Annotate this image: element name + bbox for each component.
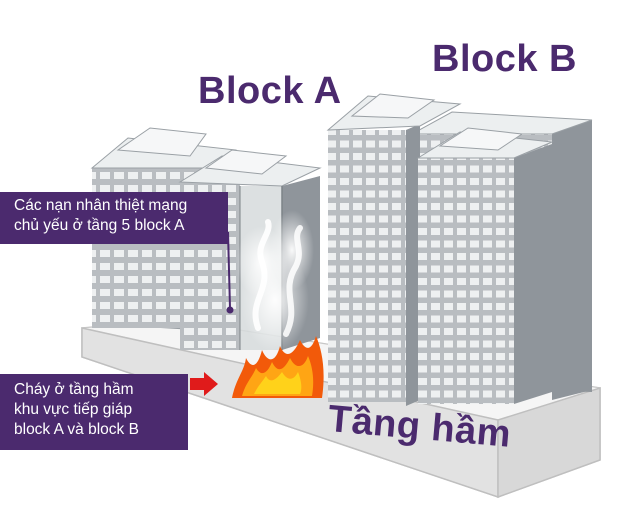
fire [232, 336, 324, 398]
victims-callout-line-2: chủ yếu ở tầng 5 block A [14, 217, 185, 234]
smoke [236, 210, 314, 352]
fire-callout-line-1: Cháy ở tầng hầm [14, 381, 134, 398]
block-b-front-tower [326, 93, 462, 406]
victims-pointer [226, 231, 234, 314]
block-a-label: Block A [198, 70, 342, 112]
fire-callout: Cháy ở tầng hầm khu vực tiếp giáp block … [0, 374, 188, 450]
fire-callout-line-2: khu vực tiếp giáp [14, 401, 133, 418]
fire-arrow [190, 372, 218, 396]
fire-callout-line-3: block A và block B [14, 421, 139, 438]
victims-callout-line-1: Các nạn nhân thiệt mạng [14, 197, 188, 214]
block-b-label: Block B [432, 38, 577, 80]
block-b-right-tower [416, 127, 554, 404]
victims-callout: Các nạn nhân thiệt mạng chủ yếu ở tầng 5… [0, 192, 228, 244]
